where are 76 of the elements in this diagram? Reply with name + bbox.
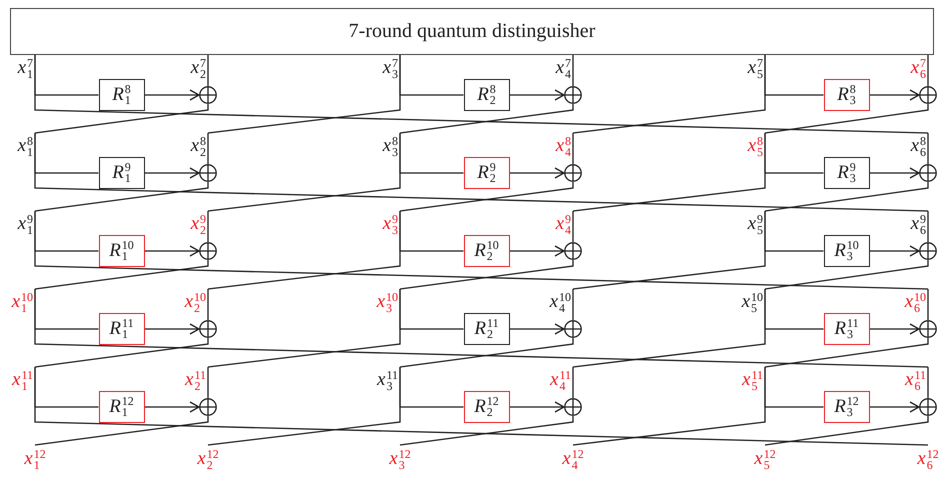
wire xyxy=(34,338,209,368)
xor-symbol xyxy=(919,242,937,260)
wire xyxy=(572,55,766,134)
wire xyxy=(764,104,929,134)
arrow xyxy=(144,401,200,413)
wire xyxy=(572,133,766,212)
wire xyxy=(572,367,574,398)
wire xyxy=(764,260,929,290)
wire xyxy=(572,211,574,242)
wire xyxy=(400,104,574,134)
arrow xyxy=(870,401,920,413)
wire xyxy=(207,55,209,86)
wire xyxy=(34,416,209,446)
wire xyxy=(572,55,574,86)
arrow xyxy=(510,89,565,101)
wire xyxy=(34,260,209,290)
wire xyxy=(572,289,574,320)
wire xyxy=(208,55,401,134)
wire xyxy=(207,289,209,320)
wire xyxy=(400,416,574,446)
xor-symbol xyxy=(199,86,217,104)
arrow xyxy=(870,323,920,335)
xor-symbol xyxy=(919,164,937,182)
wire xyxy=(764,338,929,368)
wire xyxy=(927,367,929,398)
arrow xyxy=(144,89,200,101)
wire xyxy=(764,416,929,446)
wire xyxy=(34,211,928,290)
xor-symbol xyxy=(199,242,217,260)
xor-symbol xyxy=(199,398,217,416)
wire xyxy=(572,289,766,368)
wire xyxy=(34,367,928,446)
arrow xyxy=(870,89,920,101)
wire xyxy=(34,133,928,212)
wire xyxy=(207,367,209,398)
xor-symbol xyxy=(919,320,937,338)
wire xyxy=(927,55,929,86)
wire xyxy=(208,367,401,446)
wire xyxy=(927,133,929,164)
wire xyxy=(208,133,401,212)
xor-symbol xyxy=(564,164,582,182)
wire xyxy=(34,289,928,368)
arrow xyxy=(510,323,565,335)
title-box: 7-round quantum distinguisher xyxy=(10,8,934,55)
wire xyxy=(34,104,209,134)
arrow xyxy=(870,245,920,257)
xor-symbol xyxy=(919,398,937,416)
wire xyxy=(208,289,401,368)
arrow xyxy=(510,401,565,413)
wire xyxy=(400,260,574,290)
xor-symbol xyxy=(199,320,217,338)
xor-symbol xyxy=(564,398,582,416)
arrow xyxy=(144,245,200,257)
xor-symbol xyxy=(919,86,937,104)
arrow xyxy=(510,167,565,179)
wire xyxy=(208,211,401,290)
wire xyxy=(927,211,929,242)
wire xyxy=(572,211,766,290)
arrow xyxy=(870,167,920,179)
arrow xyxy=(144,167,200,179)
xor-symbol xyxy=(564,242,582,260)
xor-symbol xyxy=(564,320,582,338)
wire xyxy=(572,133,574,164)
wire xyxy=(927,289,929,320)
wire xyxy=(764,182,929,212)
wire xyxy=(207,133,209,164)
wire xyxy=(34,182,209,212)
arrow xyxy=(144,323,200,335)
xor-symbol xyxy=(199,164,217,182)
wire xyxy=(400,182,574,212)
xor-symbol xyxy=(564,86,582,104)
wire xyxy=(207,211,209,242)
wire xyxy=(400,338,574,368)
arrow xyxy=(510,245,565,257)
wire xyxy=(572,367,766,446)
wire xyxy=(34,55,928,134)
